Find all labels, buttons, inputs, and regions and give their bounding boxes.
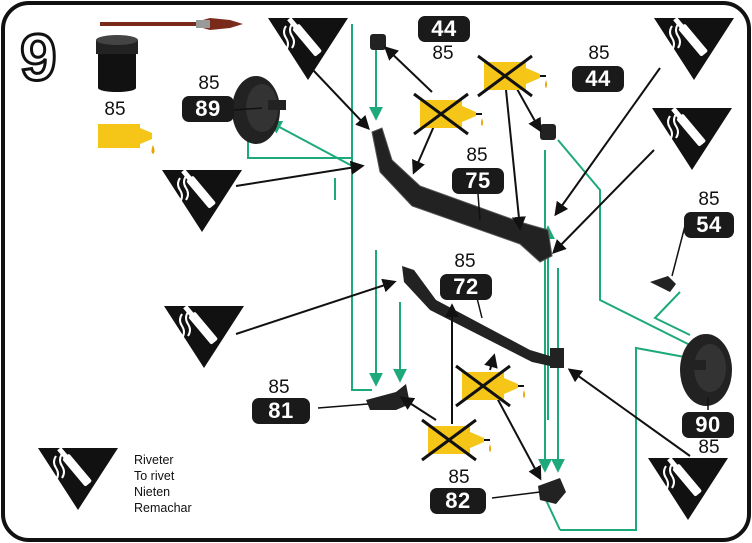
part-tag-54: 54 xyxy=(684,212,734,238)
paintbrush-icon xyxy=(100,18,243,30)
part-44-left xyxy=(370,34,386,50)
part-tag-75: 75 xyxy=(452,168,504,194)
color-44-left: 85 xyxy=(432,43,454,64)
color-81: 85 xyxy=(268,377,290,398)
rivet-icon-5 xyxy=(163,302,245,369)
legend-line: Nieten xyxy=(134,485,171,499)
rod-part-72 xyxy=(402,266,564,368)
color-89: 85 xyxy=(198,73,220,94)
legend-line: Remachar xyxy=(134,501,192,515)
rivet-icon-2 xyxy=(653,14,735,82)
color-75: 85 xyxy=(466,145,488,166)
rivet-icon-3 xyxy=(651,104,733,171)
color-44-right: 85 xyxy=(588,43,610,64)
no-glue-icon-1 xyxy=(412,92,485,136)
part-tag-89: 89 xyxy=(182,96,234,122)
color-54: 85 xyxy=(698,189,720,210)
part-44-right xyxy=(540,124,556,140)
axle-part-75 xyxy=(371,127,553,263)
svg-text:9: 9 xyxy=(20,20,57,94)
wheel-part-90 xyxy=(680,334,732,406)
part-81 xyxy=(366,384,410,410)
no-glue-icon-3 xyxy=(454,364,527,408)
paint-jar-icon xyxy=(96,35,138,92)
no-glue-icon-4 xyxy=(420,418,493,462)
color-90: 85 xyxy=(698,437,720,458)
part-82 xyxy=(538,478,566,504)
legend-rivet-icon xyxy=(37,444,119,511)
part-tag-82: 82 xyxy=(430,488,486,514)
glue-tube-icon xyxy=(98,124,155,154)
part-tag-90: 90 xyxy=(682,412,734,438)
rivet-icon-4 xyxy=(161,166,243,233)
part-54 xyxy=(650,276,676,292)
rivet-arrows xyxy=(235,67,691,457)
part-tag-81: 81 xyxy=(252,398,310,424)
part-tag-44-right: 44 xyxy=(572,66,624,92)
rivet-legend: Riveter To rivet Nieten Remachar xyxy=(134,452,192,516)
rivet-icon-6 xyxy=(647,454,729,521)
no-glue-icon-2 xyxy=(476,54,549,98)
part-tag-44-left: 44 xyxy=(418,16,470,42)
rivet-icon-1 xyxy=(267,14,349,82)
legend-line: To rivet xyxy=(134,469,175,483)
assembly-guide-lines xyxy=(247,24,691,531)
paint-color-label: 85 xyxy=(104,99,126,120)
color-82: 85 xyxy=(448,467,470,488)
step-number: 9 xyxy=(19,19,59,96)
legend-line: Riveter xyxy=(134,453,174,467)
part-tag-72: 72 xyxy=(440,274,492,300)
color-72: 85 xyxy=(454,251,476,272)
